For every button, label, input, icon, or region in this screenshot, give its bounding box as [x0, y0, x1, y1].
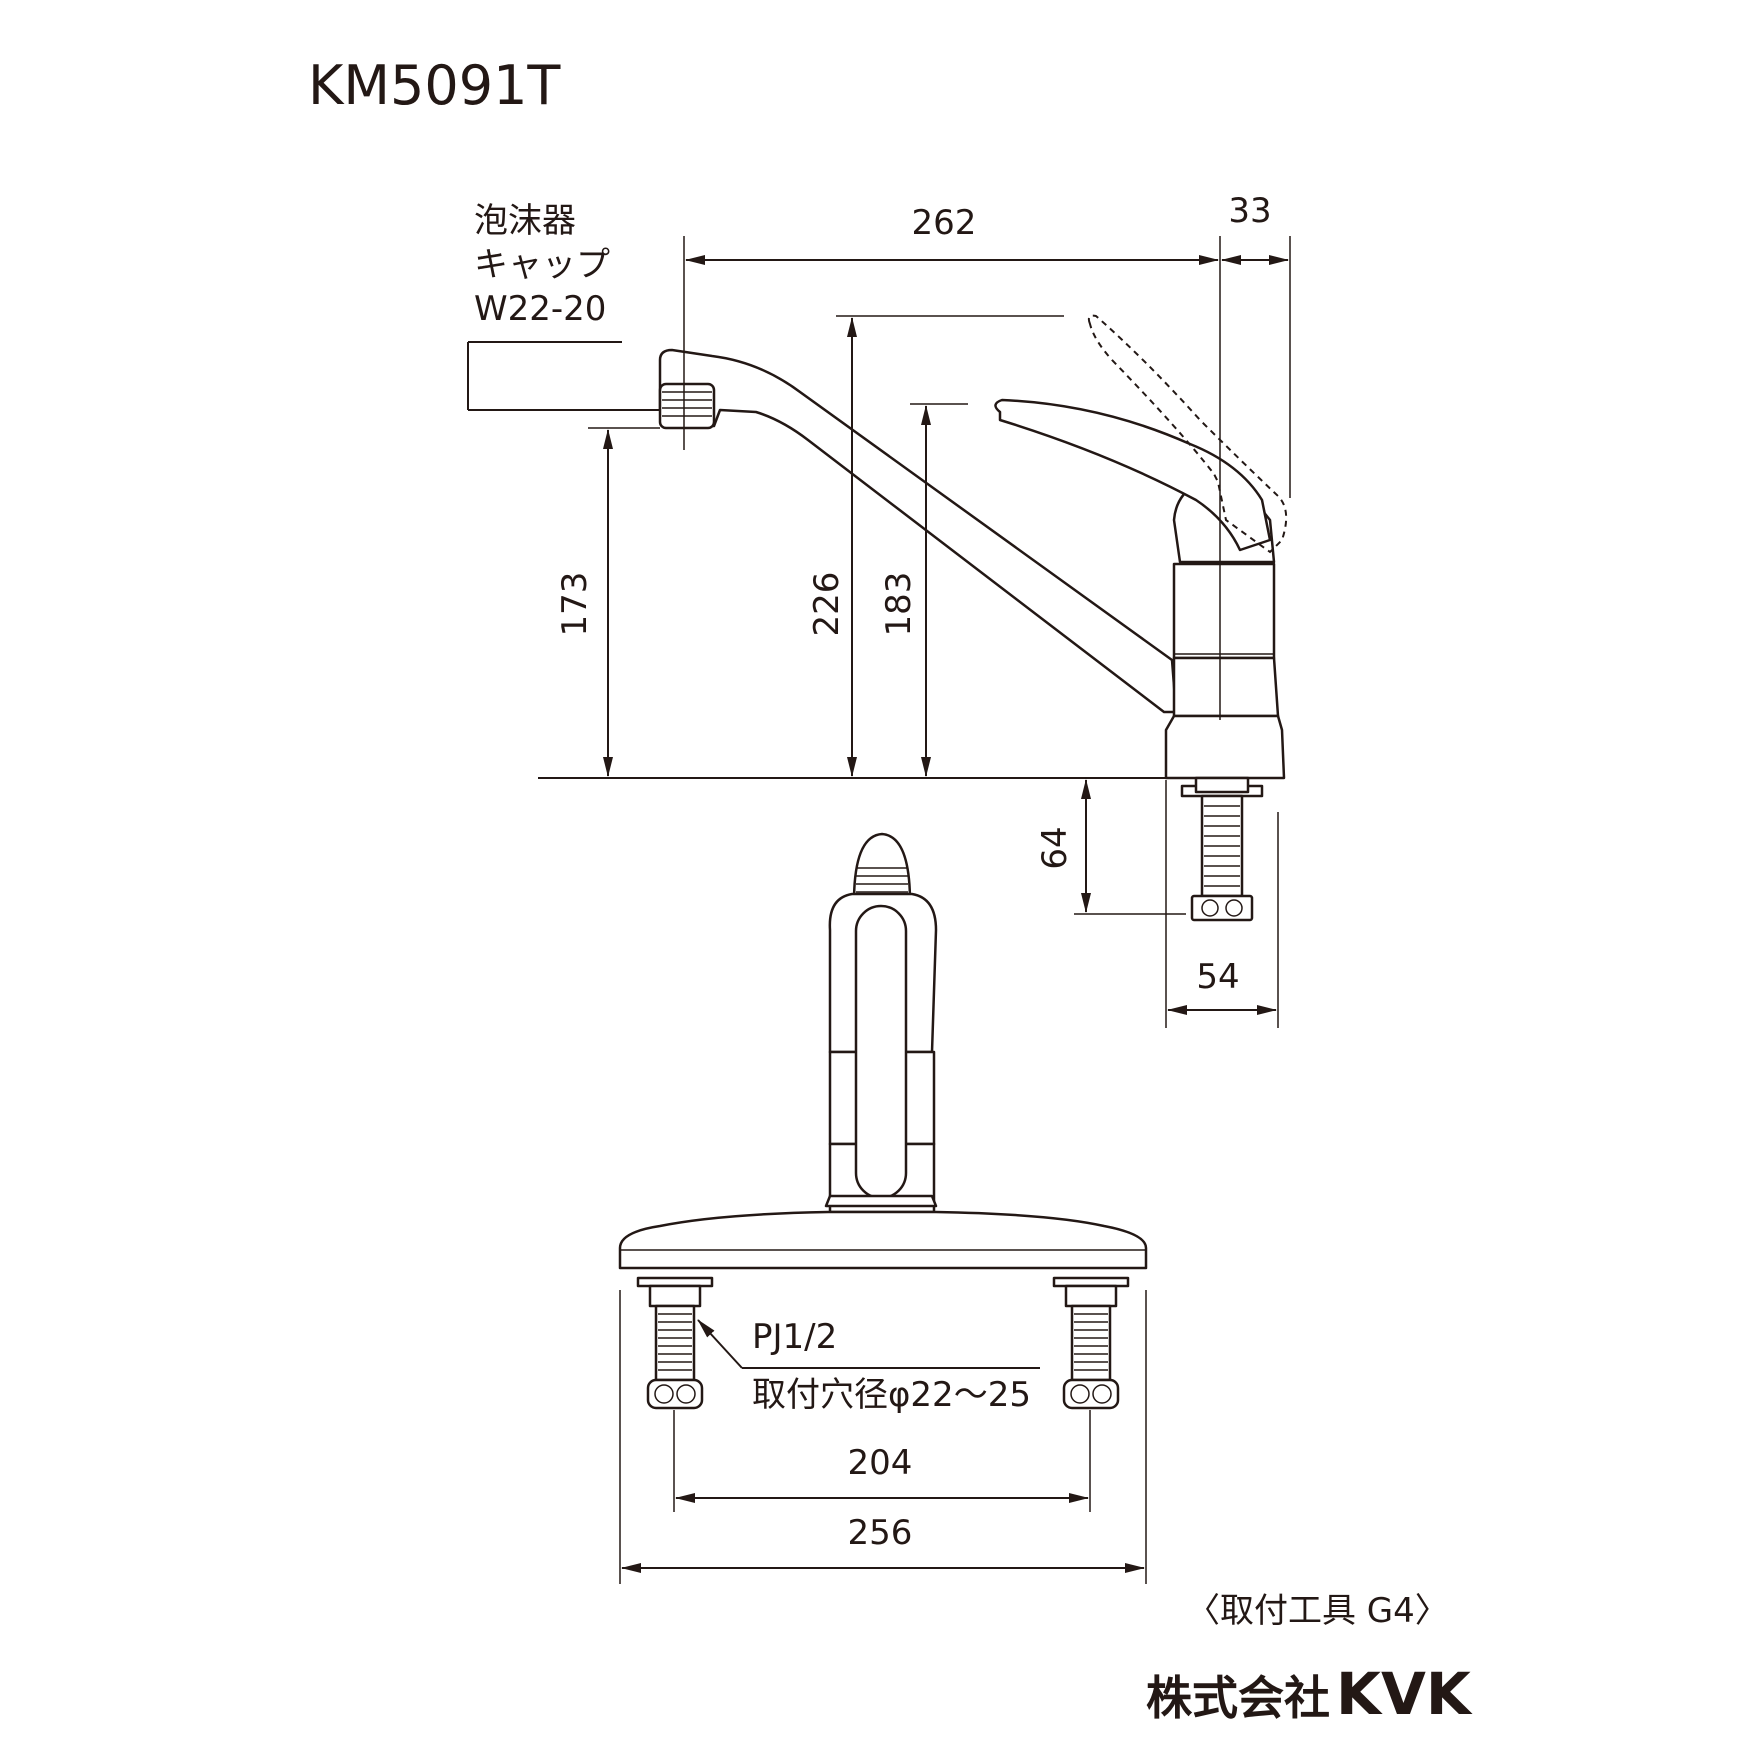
front-body-flare	[824, 1194, 938, 1208]
aerator-label-line3: W22-20	[474, 289, 606, 329]
hole-diameter-label: 取付穴径φ22〜25	[752, 1375, 1031, 1415]
base-plate	[618, 1210, 1148, 1270]
dim-body-diameter: 54	[1165, 780, 1279, 1028]
spout	[658, 348, 1178, 714]
dim-54-label: 54	[1196, 957, 1239, 997]
dim-shank-length: 64	[1035, 779, 1186, 915]
side-view: 262 33 173 226 183 64	[467, 191, 1291, 1028]
company-name: 株式会社	[1146, 1671, 1330, 1725]
dim-33-label: 33	[1228, 191, 1271, 231]
lever	[994, 398, 1272, 552]
dim-spout-height: 173	[555, 427, 660, 777]
hole-diameter-value: φ22〜25	[888, 1375, 1031, 1415]
dim-lever-throw: 33	[1221, 191, 1289, 265]
dim-256-label: 256	[848, 1513, 913, 1553]
model-title: KM5091T	[308, 54, 561, 117]
dim-262-label: 262	[912, 203, 977, 243]
dim-overall-height: 226	[807, 315, 1064, 777]
front-view: PJ1/2 取付穴径φ22〜25 204 256	[618, 832, 1148, 1584]
aerator-label-line2: キャップ	[474, 245, 610, 285]
company-logo-kvk: KVK	[1336, 1660, 1473, 1728]
dim-173-label: 173	[555, 572, 595, 637]
tool-note: 〈取付工具 G4〉	[1186, 1591, 1449, 1631]
aerator-label-line1: 泡沫器	[474, 201, 576, 241]
hole-diameter-prefix: 取付穴径	[752, 1375, 888, 1415]
right-mounting-bolt	[1052, 1276, 1130, 1410]
lever-open-dashed	[1087, 314, 1288, 554]
aerator	[658, 382, 716, 430]
dim-base-width: 256	[619, 1290, 1147, 1584]
left-mounting-bolt	[636, 1276, 714, 1410]
front-spout-overlay	[854, 904, 908, 1200]
dim-183-label: 183	[879, 572, 919, 637]
dim-pitch: 204	[673, 1410, 1091, 1512]
dim-204-label: 204	[848, 1443, 913, 1483]
thread-spec-label: PJ1/2	[752, 1317, 837, 1357]
thread-leader	[697, 1319, 1040, 1369]
dim-226-label: 226	[807, 572, 847, 637]
dim-64-label: 64	[1035, 826, 1075, 869]
dim-lever-height: 183	[879, 403, 968, 777]
dim-spout-reach: 262	[683, 203, 1291, 720]
side-mounting-shank	[1180, 776, 1264, 922]
